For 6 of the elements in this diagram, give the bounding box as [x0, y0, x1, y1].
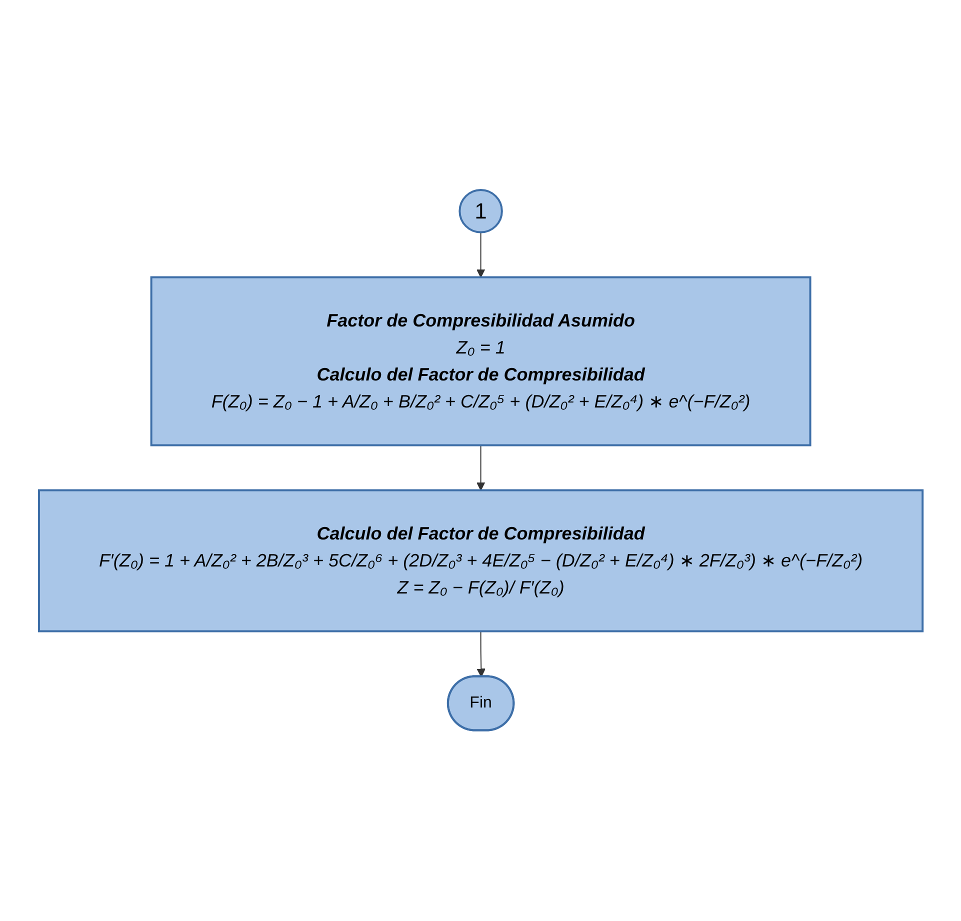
- node-box: Calculo del Factor de Compresibilidad F′(Z₀) = 1 + A/Z₀² + 2B/Z₀³ + 5C/Z₀⁶ + (2D/Z₀³ + 4E/Z₀⁵ − (D/Z₀² + E/Z₀⁴) ∗ 2F/Z₀³) ∗ e^(−F/Z₀²) Z = Z₀ − F(Z₀)/ F′(Z₀): [38, 490, 924, 633]
- arrow: [476, 445, 485, 492]
- node-circle: 1: [458, 189, 503, 234]
- node-box: Factor de Compresibilidad Asumido Z₀ = 1 Calculo del Factor de Compresibilidad F(Z₀) = Z₀ − 1 + A/Z₀ + B/Z₀² + C/Z₀⁵ + (D/Z₀² + E/Z₀⁴) ∗ e^(−F/Z₀²): [150, 276, 811, 447]
- arrow: [476, 232, 485, 278]
- arrow: [476, 631, 486, 678]
